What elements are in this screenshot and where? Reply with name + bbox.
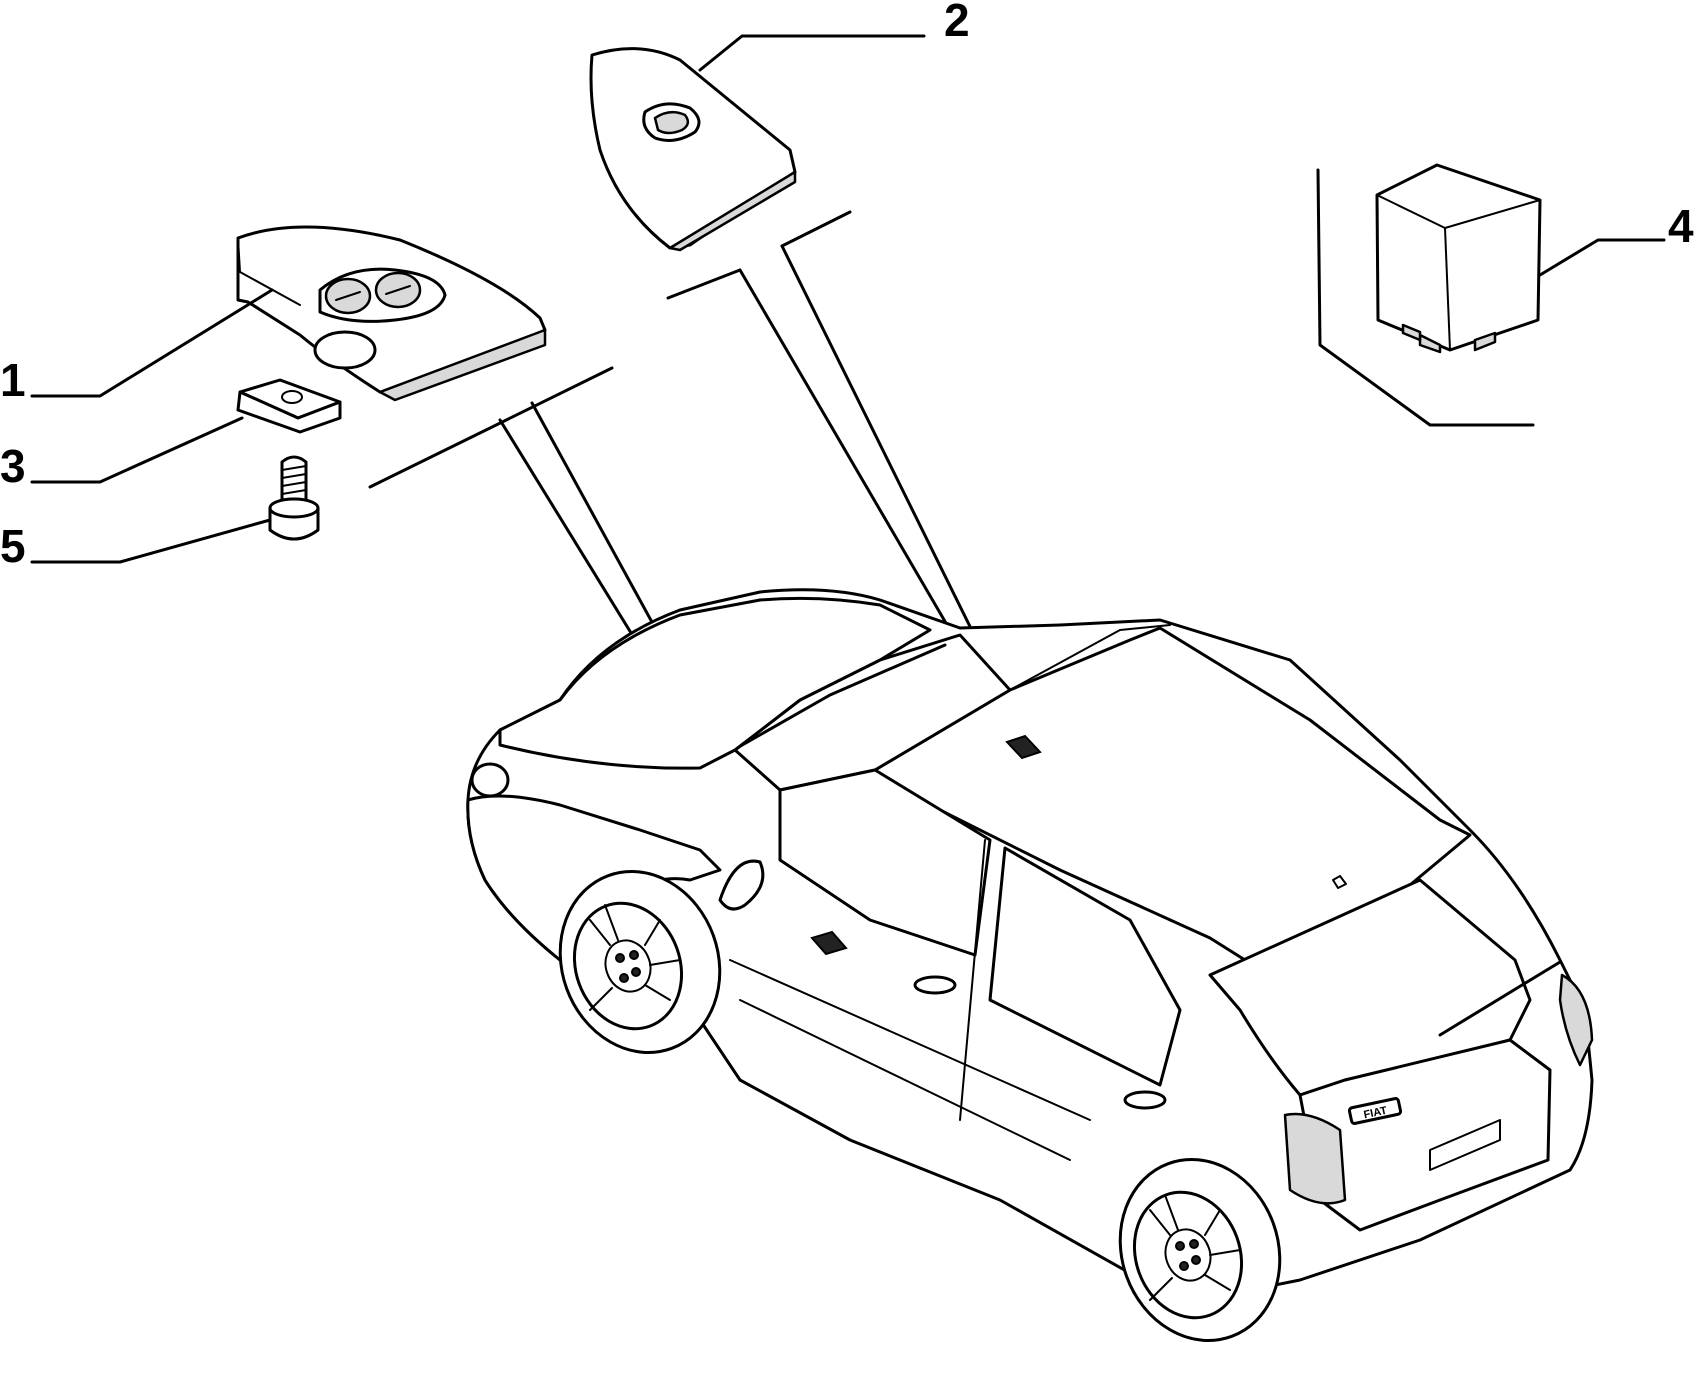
rear-side-window bbox=[988, 846, 1182, 1087]
car-hood bbox=[498, 596, 932, 770]
callout-5: 5 bbox=[0, 520, 26, 572]
part-2-single-window-switch bbox=[589, 47, 797, 252]
callout-1: 1 bbox=[0, 354, 26, 406]
car-roof bbox=[873, 626, 1472, 962]
front-door-handle bbox=[913, 975, 957, 995]
marker-single-switch-location bbox=[1005, 734, 1042, 760]
right-tail-light bbox=[1558, 973, 1594, 1067]
callout-2: 2 bbox=[944, 0, 970, 46]
roof-antenna bbox=[1332, 875, 1347, 889]
leader-2 bbox=[698, 34, 926, 72]
part-5-screw bbox=[268, 455, 320, 541]
marker-double-switch-location bbox=[810, 930, 848, 956]
callout-labels: 1 2 3 4 5 bbox=[0, 0, 1694, 572]
rear-door-handle bbox=[1123, 1090, 1167, 1110]
rear-window bbox=[1208, 878, 1532, 1097]
side-mirror bbox=[718, 859, 765, 911]
front-wheel bbox=[558, 870, 722, 1054]
leader-5 bbox=[30, 518, 272, 564]
callout-4: 4 bbox=[1668, 200, 1694, 252]
leader-4 bbox=[1538, 238, 1666, 277]
part-3-mounting-clip bbox=[236, 378, 342, 434]
rear-wiper bbox=[1438, 960, 1562, 1037]
left-tail-light bbox=[1283, 1112, 1347, 1205]
callout-3: 3 bbox=[0, 440, 26, 492]
license-plate-area bbox=[1429, 1119, 1501, 1171]
leader-lines bbox=[30, 34, 1666, 564]
windshield-wiper bbox=[728, 643, 947, 754]
car-badge: FIAT bbox=[1363, 1105, 1389, 1122]
car-headlight bbox=[470, 762, 510, 798]
car-badge-plate bbox=[1347, 1097, 1403, 1125]
tailgate bbox=[1298, 1038, 1552, 1232]
rear-wheel bbox=[1118, 1158, 1282, 1342]
leader-3 bbox=[30, 416, 244, 484]
leader-1 bbox=[30, 288, 274, 398]
part-4-relay bbox=[1316, 163, 1542, 427]
part-1-double-window-switch bbox=[236, 225, 547, 402]
car-illustration: FIAT bbox=[466, 588, 1594, 1342]
